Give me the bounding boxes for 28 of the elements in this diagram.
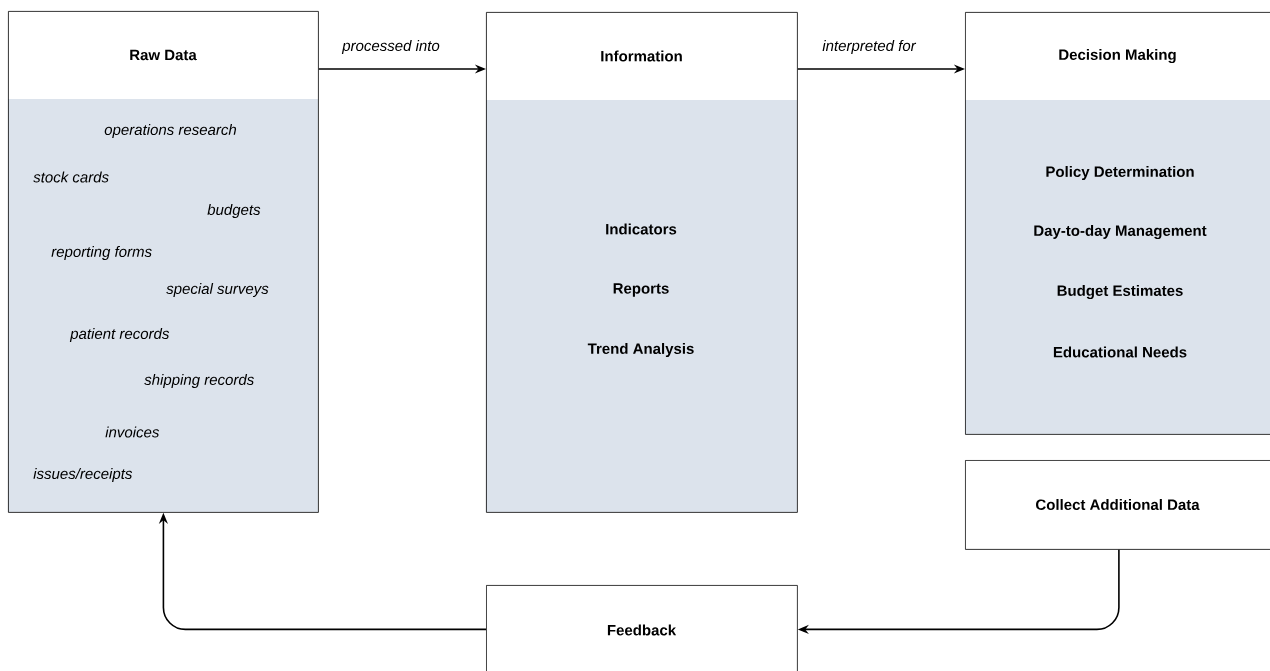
step-box: [486, 585, 798, 671]
edge-label: interpreted for: [821, 39, 917, 55]
box-heading: Raw Data: [130, 49, 197, 61]
list-item: Day-to-day Management: [1034, 224, 1207, 239]
list-item: issues/receipts: [33, 468, 133, 482]
list-item: patient records: [69, 328, 170, 342]
edge-label: processed into: [341, 39, 441, 55]
list-item: Trend Analysis: [587, 343, 694, 357]
box-heading: Information: [601, 50, 682, 62]
process-box: [486, 12, 798, 513]
list-item: Indicators: [606, 223, 677, 235]
list-item: Budget Estimates: [1057, 284, 1183, 299]
box-heading: Collect Additional Data: [1036, 499, 1200, 510]
process-box: [965, 12, 1270, 435]
step-box: [965, 460, 1270, 550]
list-item: Policy Determination: [1046, 166, 1194, 180]
list-item: Educational Needs: [1053, 346, 1187, 358]
list-item: Reports: [613, 283, 669, 297]
list-item: budgets: [207, 204, 261, 218]
process-box: [8, 11, 319, 513]
list-item: special surveys: [166, 283, 269, 297]
list-item: operations research: [104, 124, 237, 138]
box-heading: Decision Making: [1059, 48, 1176, 64]
list-item: invoices: [105, 426, 160, 438]
box-heading: Feedback: [607, 624, 677, 636]
list-item: stock cards: [33, 171, 109, 183]
list-item: shipping records: [144, 374, 254, 388]
list-item: reporting forms: [51, 246, 152, 260]
